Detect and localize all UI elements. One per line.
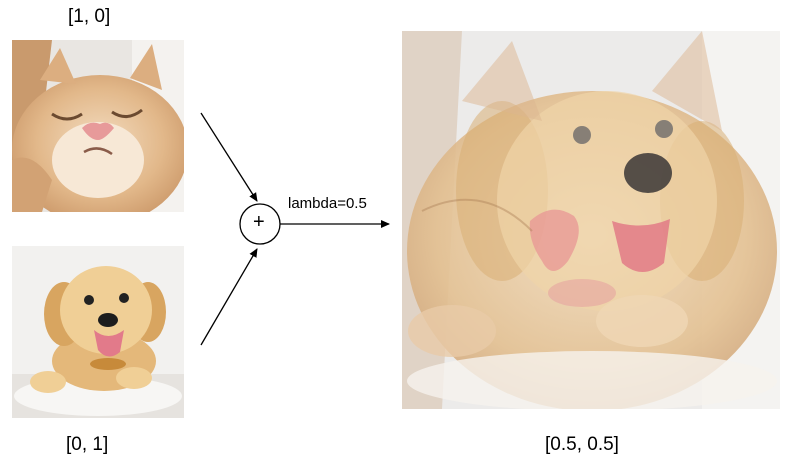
plus-symbol: + (253, 211, 265, 233)
cat-image (12, 40, 184, 212)
arrow-from-dog (200, 248, 258, 346)
label-bottom-input: [0, 1] (66, 434, 109, 455)
arrow-from-cat (200, 112, 258, 202)
label-output: [0.5, 0.5] (545, 434, 619, 455)
blended-output-image (402, 31, 780, 409)
lambda-label: lambda=0.5 (288, 195, 367, 212)
label-top-input: [1, 0] (68, 6, 111, 27)
dog-image (12, 246, 184, 418)
